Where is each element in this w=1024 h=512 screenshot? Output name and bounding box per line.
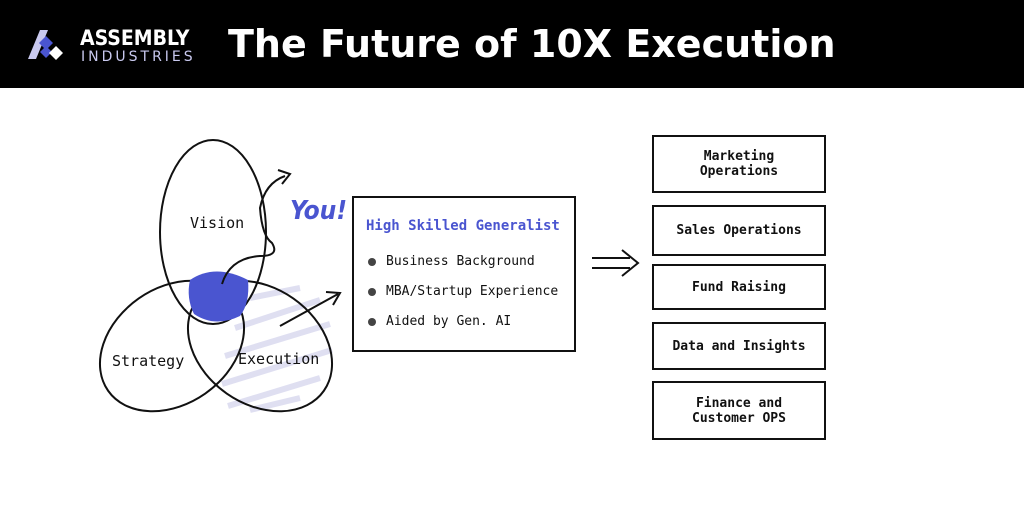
execution-shading [221, 285, 333, 413]
venn-diagram [98, 139, 640, 413]
vision-circle [159, 139, 267, 325]
execution-label: Execution [238, 350, 320, 368]
vision-label: Vision [190, 214, 245, 232]
outcome-box: Fund Raising [652, 264, 826, 310]
you-label: You! [290, 196, 347, 226]
list-item: MBA/Startup Experience [368, 284, 558, 299]
generalist-card: High Skilled Generalist Business Backgro… [352, 196, 576, 352]
double-arrow-icon [592, 249, 640, 277]
outcome-box: Data and Insights [652, 322, 826, 370]
outcome-box: Finance and Customer OPS [652, 381, 826, 440]
execution-arrow-icon [279, 291, 342, 327]
brand-subtitle: INDUSTRIES [81, 49, 196, 65]
outcome-box: Sales Operations [652, 205, 826, 256]
header-bar: ASSEMBLY INDUSTRIES The Future of 10X Ex… [0, 0, 1024, 88]
page-title: The Future of 10X Execution [228, 22, 836, 66]
intersection-fill [188, 271, 249, 322]
card-title: High Skilled Generalist [366, 218, 560, 234]
assembly-logo-icon [28, 30, 63, 60]
list-item: Business Background [368, 254, 535, 269]
list-item: Aided by Gen. AI [368, 314, 511, 329]
outcome-box: Marketing Operations [652, 135, 826, 193]
you-arrow-icon [221, 175, 286, 285]
brand-name: ASSEMBLY [80, 26, 190, 50]
strategy-label: Strategy [112, 352, 185, 370]
